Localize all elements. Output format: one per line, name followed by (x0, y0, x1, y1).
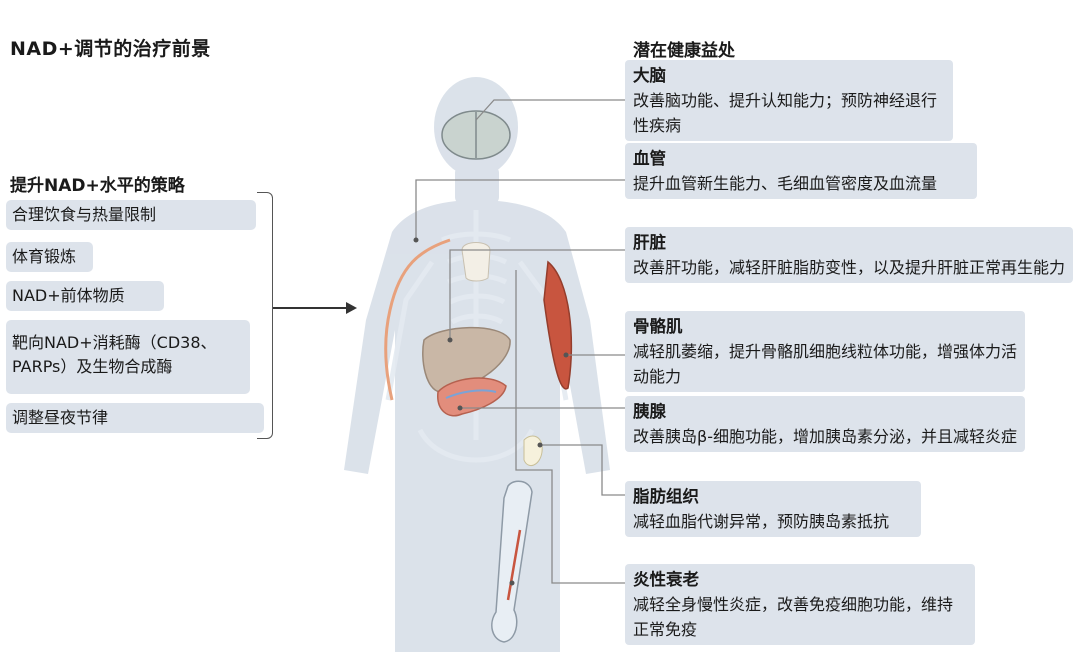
benefit-name: 血管 (633, 149, 666, 168)
femur-icon (491, 480, 533, 643)
benefit-name: 胰腺 (633, 402, 666, 421)
strategy-item-diet: 合理饮食与热量限制 (6, 200, 256, 230)
benefit-name: 大脑 (633, 66, 666, 85)
strategies-arrow (273, 307, 348, 309)
strategy-item-precursors: NAD+前体物质 (6, 281, 164, 311)
benefit-brain: 大脑 改善脑功能、提升认知能力；预防神经退行性疾病 (625, 60, 953, 141)
benefit-adipose-tissue: 脂肪组织 减轻血脂代谢异常，预防胰岛素抵抗 (625, 481, 921, 537)
benefit-skeletal-muscle: 骨骼肌 减轻肌萎缩，提升骨骼肌细胞线粒体功能，增强体力活动能力 (625, 311, 1025, 392)
benefit-description: 减轻肌萎缩，提升骨骼肌细胞线粒体功能，增强体力活动能力 (633, 342, 1018, 386)
benefit-name: 骨骼肌 (633, 317, 683, 336)
strategy-item-enzymes: 靶向NAD+消耗酶（CD38、PARPs）及生物合成酶 (6, 320, 250, 394)
strategies-bracket (257, 192, 273, 439)
benefit-description: 改善脑功能、提升认知能力；预防神经退行性疾病 (633, 91, 938, 135)
pancreas-icon (437, 377, 507, 417)
benefit-description: 改善肝功能，减轻肝脏脂肪变性，以及提升肝脏正常再生能力 (633, 258, 1066, 277)
strategy-item-circadian: 调整昼夜节律 (6, 403, 264, 433)
benefit-description: 减轻血脂代谢异常，预防胰岛素抵抗 (633, 512, 890, 531)
page-title: NAD+调节的治疗前景 (10, 38, 211, 60)
benefit-name: 脂肪组织 (633, 487, 699, 506)
benefit-description: 改善胰岛β-细胞功能，增加胰岛素分泌，并且减轻炎症 (633, 427, 1017, 446)
benefit-pancreas: 胰腺 改善胰岛β-细胞功能，增加胰岛素分泌，并且减轻炎症 (625, 396, 1025, 452)
benefit-vessels: 血管 提升血管新生能力、毛细血管密度及血流量 (625, 143, 977, 199)
strategy-item-exercise: 体育锻炼 (6, 242, 93, 272)
benefit-liver: 肝脏 改善肝功能，减轻肝脏脂肪变性，以及提升肝脏正常再生能力 (625, 227, 1073, 283)
strategies-heading: 提升NAD+水平的策略 (10, 176, 185, 196)
adipose-tissue-icon (523, 435, 543, 467)
benefit-description: 减轻全身慢性炎症，改善免疫细胞功能，维持正常免疫 (633, 595, 954, 639)
benefit-name: 炎性衰老 (633, 570, 699, 589)
benefit-name: 肝脏 (633, 233, 666, 252)
benefit-inflammaging: 炎性衰老 减轻全身慢性炎症，改善免疫细胞功能，维持正常免疫 (625, 564, 975, 645)
skeletal-muscle-icon (543, 260, 573, 390)
brain-icon (441, 110, 511, 160)
benefits-heading: 潜在健康益处 (633, 41, 735, 61)
skeleton (385, 210, 569, 463)
benefit-description: 提升血管新生能力、毛细血管密度及血流量 (633, 174, 938, 193)
liver-icon (422, 326, 511, 393)
connector-dots (413, 237, 569, 586)
blood-vessel (384, 238, 451, 401)
connector-lines (415, 99, 625, 584)
thymus-icon (461, 242, 491, 282)
arrow-head-icon (346, 302, 357, 314)
